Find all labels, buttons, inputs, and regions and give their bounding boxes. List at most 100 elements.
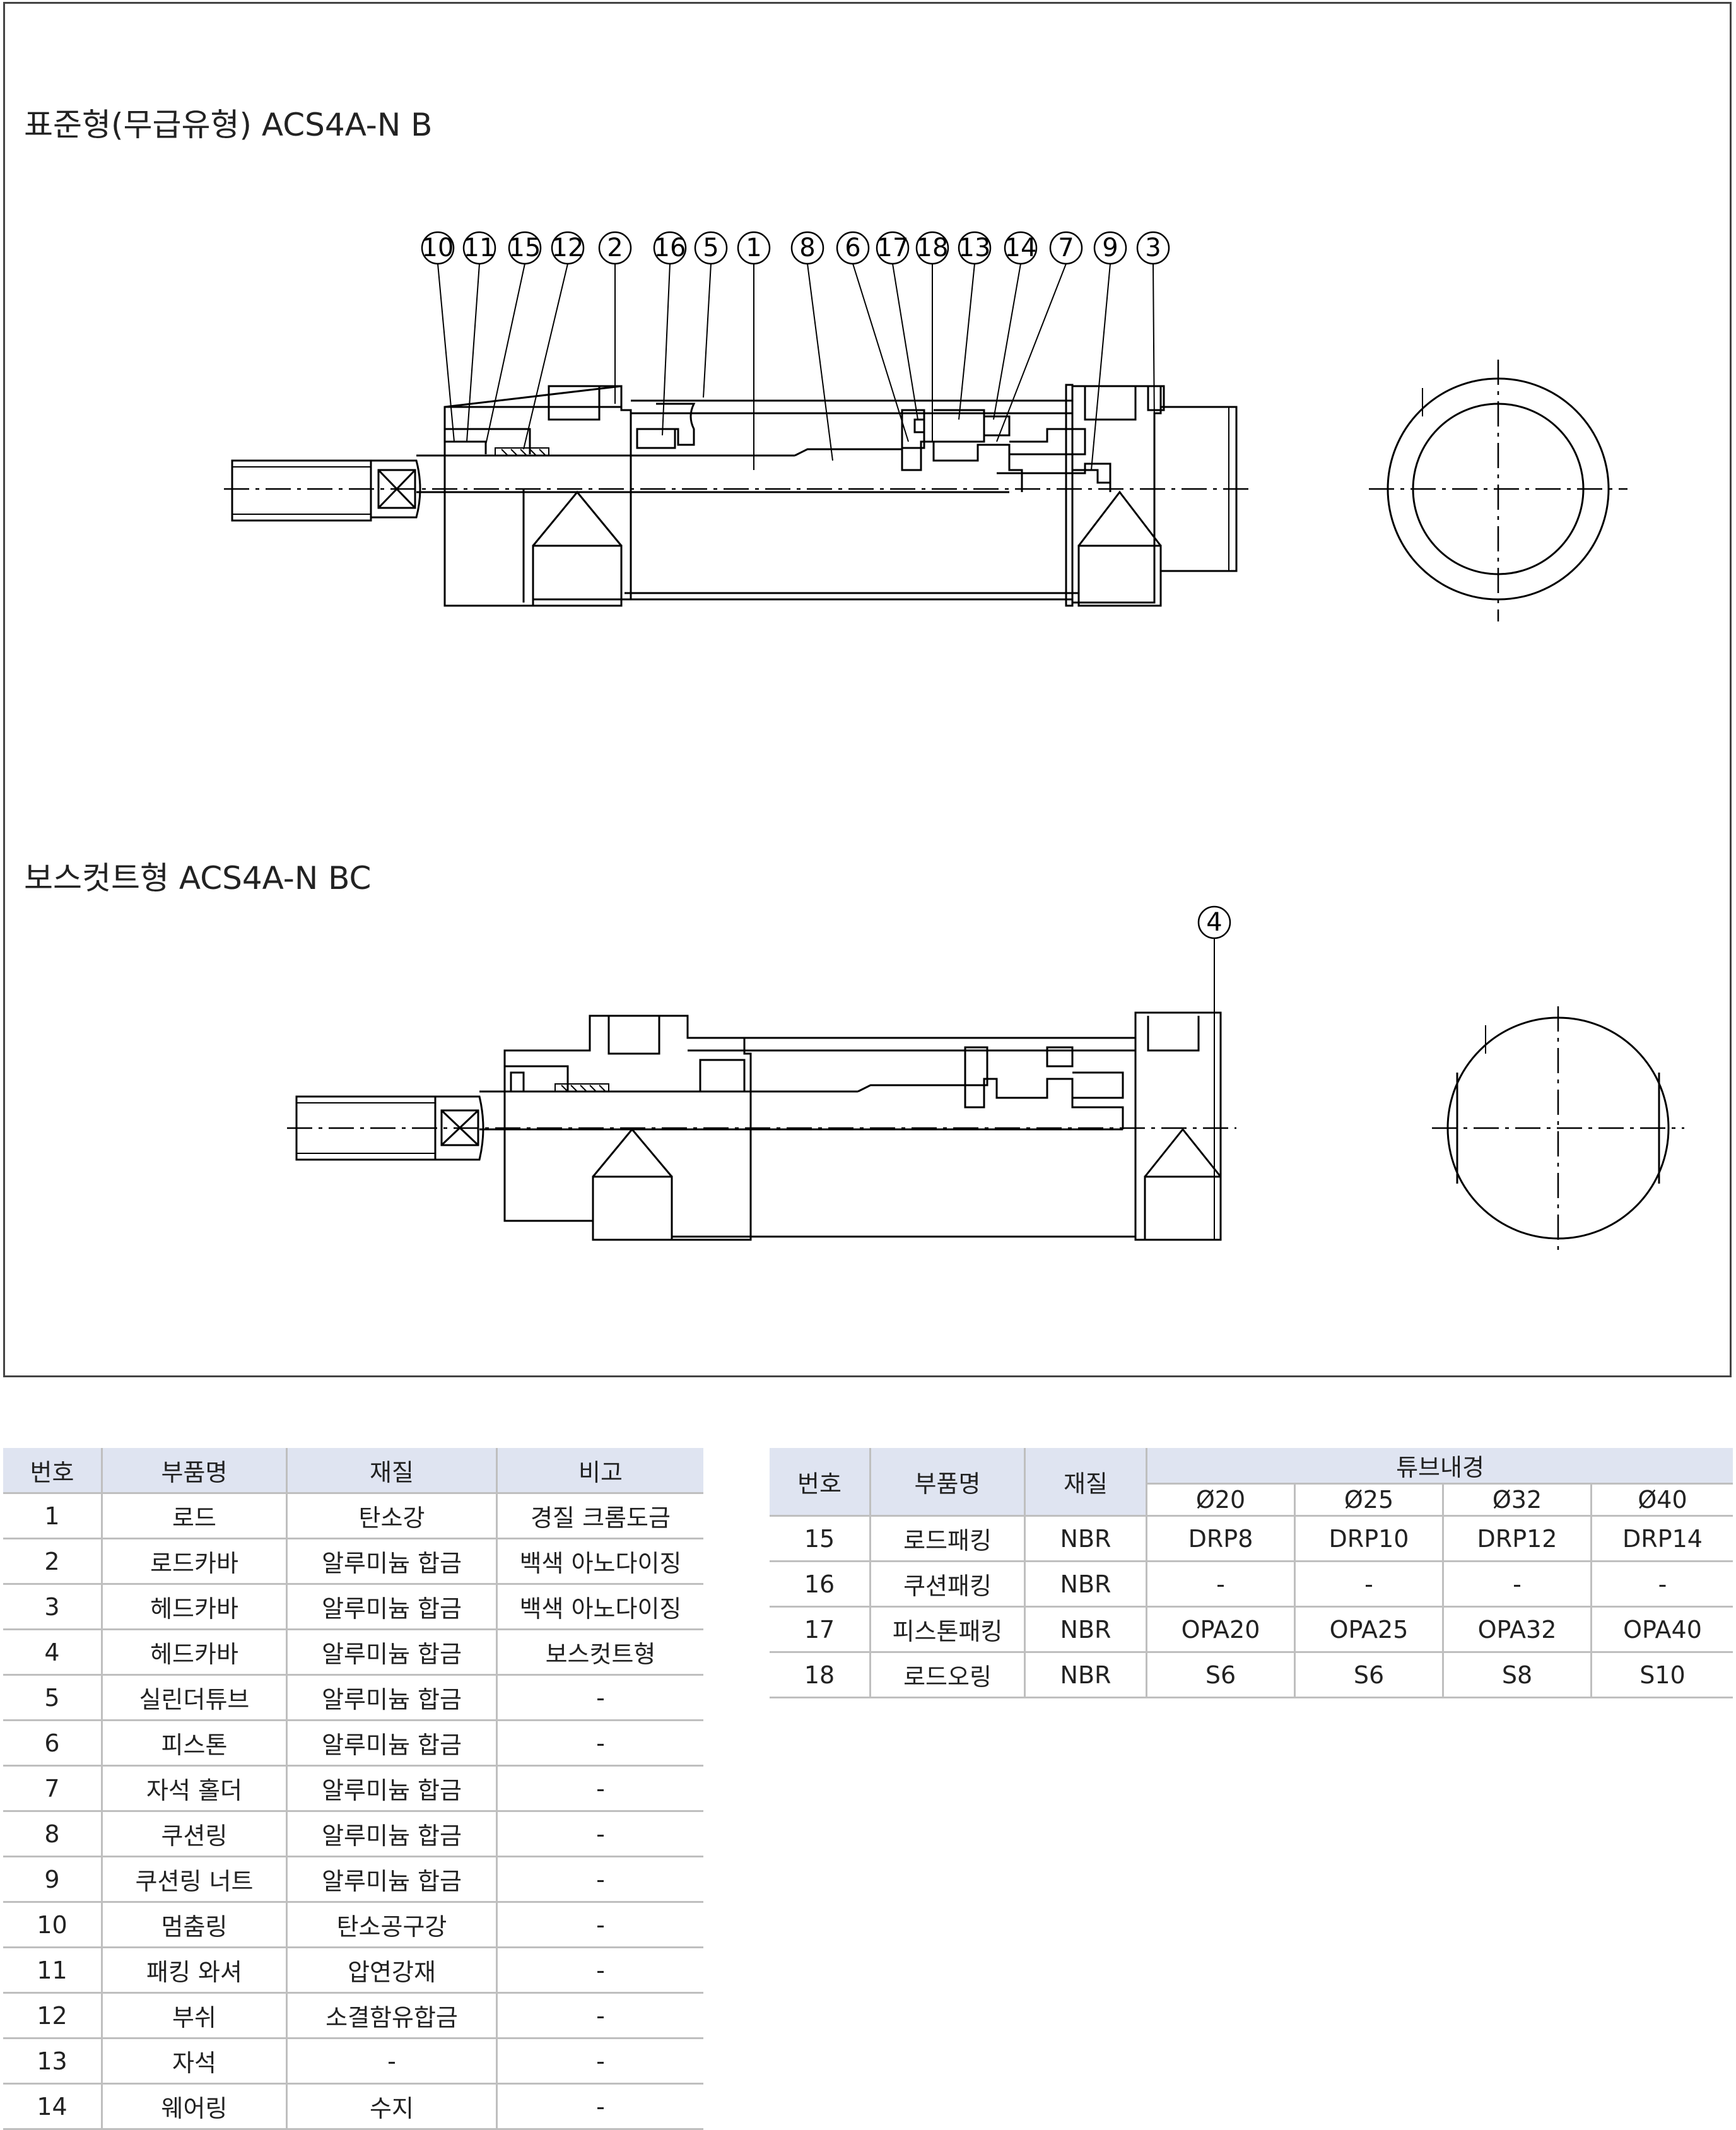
table-cell: 8	[3, 1811, 103, 1857]
table-cell: 로드패킹	[870, 1515, 1026, 1562]
table-cell: -	[496, 1992, 703, 2039]
table-cell: NBR	[1024, 1606, 1147, 1653]
table-cell: 18	[770, 1652, 871, 1698]
svg-text:6: 6	[845, 233, 860, 262]
table-cell: 알루미늄 합금	[286, 1765, 498, 1812]
callout-6: 6	[836, 231, 870, 265]
svg-text:5: 5	[703, 233, 718, 262]
table-cell: DRP14	[1591, 1515, 1733, 1562]
col-header-remarks: 비고	[496, 1448, 703, 1494]
table-cell: -	[286, 2038, 498, 2085]
table-cell: 백색 아노다이징	[496, 1584, 703, 1630]
table-cell: 로드오링	[870, 1652, 1026, 1698]
table-cell: 15	[770, 1515, 871, 1562]
table-cell: 9	[3, 1856, 103, 1903]
table-cell: 12	[3, 1992, 103, 2039]
head-boss	[1161, 406, 1238, 572]
table-cell: 쿠션링 너트	[102, 1856, 288, 1903]
table-cell: NBR	[1024, 1515, 1147, 1562]
table-cell: 14	[3, 2083, 103, 2130]
callout-7: 7	[1049, 231, 1083, 265]
col-header-tube-bore: 튜브내경	[1146, 1448, 1733, 1485]
callout-5: 5	[694, 231, 728, 265]
table-cell: NBR	[1024, 1561, 1147, 1608]
table-cell: 2	[3, 1538, 103, 1585]
col-header-part-name-r: 부품명	[870, 1448, 1026, 1517]
table-cell: S6	[1146, 1652, 1296, 1698]
table-cell: 알루미늄 합금	[286, 1584, 498, 1630]
table-cell: -	[496, 1947, 703, 1994]
table-cell: 17	[770, 1606, 871, 1653]
table-cell: 6	[3, 1720, 103, 1767]
svg-text:7: 7	[1058, 233, 1074, 262]
svg-text:13: 13	[959, 233, 991, 262]
table-cell: 10	[3, 1902, 103, 1948]
table-cell: 1	[3, 1493, 103, 1539]
svg-text:4: 4	[1206, 908, 1222, 937]
table-cell: 알루미늄 합금	[286, 1720, 498, 1767]
callout-2: 2	[598, 231, 632, 265]
col-header-material: 재질	[286, 1448, 498, 1494]
rod-cover	[443, 385, 632, 607]
table-cell: 쿠션패킹	[870, 1561, 1026, 1608]
table-cell: 패킹 와셔	[102, 1947, 288, 1994]
svg-text:3: 3	[1145, 233, 1161, 262]
col-header-material-r: 재질	[1024, 1448, 1147, 1517]
table-cell: -	[496, 1811, 703, 1857]
table-cell: 헤드카바	[102, 1584, 288, 1630]
table-cell: 자석	[102, 2038, 288, 2085]
table-cell: 3	[3, 1584, 103, 1630]
table-cell: 헤드카바	[102, 1629, 288, 1676]
table-cell: 쿠션링	[102, 1811, 288, 1857]
table-cell: 로드카바	[102, 1538, 288, 1585]
callout-9: 9	[1093, 231, 1127, 265]
cylinder-section-drawing: 10 11 15 12 2 16 5 1 8 6 17 18 13 14 7 9…	[224, 231, 1684, 1256]
standard-end-view	[1369, 360, 1628, 621]
svg-text:1: 1	[746, 233, 761, 262]
svg-text:18: 18	[917, 233, 949, 262]
callout-16: 16	[653, 231, 687, 265]
svg-text:8: 8	[799, 233, 815, 262]
table-cell: 5	[3, 1674, 103, 1721]
callout-4: 4	[1197, 905, 1231, 939]
svg-text:2: 2	[607, 233, 623, 262]
table-cell: 알루미늄 합금	[286, 1538, 498, 1585]
table-cell: 압연강재	[286, 1947, 498, 1994]
svg-text:12: 12	[552, 233, 584, 262]
col-header-size-40: Ø40	[1591, 1483, 1733, 1517]
table-cell: -	[496, 2038, 703, 2085]
table-cell: 7	[3, 1765, 103, 1812]
callout-13: 13	[958, 231, 992, 265]
table-cell: NBR	[1024, 1652, 1147, 1698]
table-cell: 피스톤	[102, 1720, 288, 1767]
standard-leader-lines	[437, 263, 1155, 471]
svg-text:15: 15	[509, 233, 541, 262]
table-cell: -	[1294, 1561, 1444, 1608]
table-cell: OPA25	[1294, 1606, 1444, 1653]
callout-8: 8	[790, 231, 824, 265]
svg-text:16: 16	[654, 233, 686, 262]
title-boss-cut: 보스컷트형 ACS4A-N BC	[24, 860, 372, 897]
cylinder-tube	[630, 413, 1074, 601]
table-cell: 알루미늄 합금	[286, 1629, 498, 1676]
col-header-part-name: 부품명	[102, 1448, 288, 1494]
table-cell: 보스컷트형	[496, 1629, 703, 1676]
table-cell: -	[496, 1902, 703, 1948]
boss-cut-end-view	[1432, 1006, 1684, 1256]
svg-text:11: 11	[464, 233, 496, 262]
table-cell: -	[1146, 1561, 1296, 1608]
col-header-size-20: Ø20	[1146, 1483, 1296, 1517]
